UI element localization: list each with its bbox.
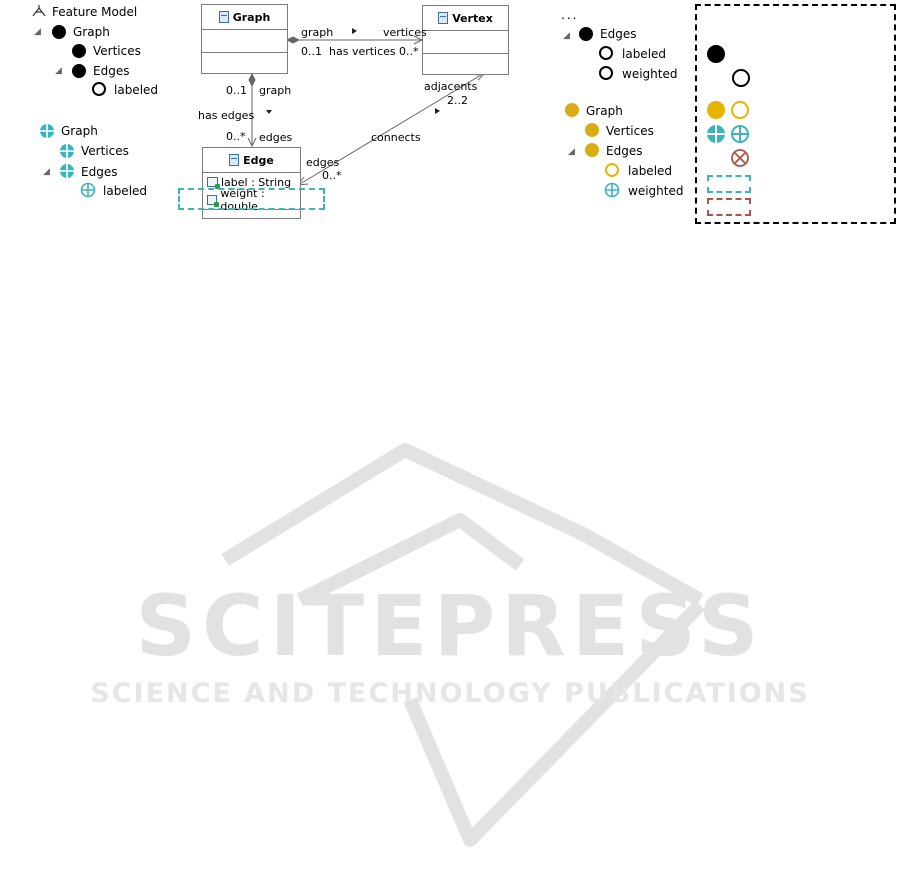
expand-arrow-icon[interactable]: ◢ — [55, 66, 62, 76]
class-icon — [229, 154, 240, 166]
uml-attributes-compartment — [423, 31, 508, 54]
optional-feature-icon — [599, 46, 613, 60]
uml-class-name: Vertex — [452, 11, 493, 25]
uml-operations-compartment — [423, 54, 508, 75]
legend-removed-icon — [731, 149, 749, 167]
teal-cross-circle-icon — [60, 144, 74, 158]
gold-optional-feature-icon — [605, 163, 619, 177]
uml-attributes-compartment — [202, 30, 287, 53]
legend-optional-icon — [732, 69, 750, 87]
tree-item-edges[interactable]: Edges — [81, 165, 118, 179]
feature-model-icon — [32, 5, 46, 17]
assoc-name-has-vertices: has vertices — [329, 45, 396, 58]
uml-class-header: Vertex — [423, 6, 508, 31]
tree-item-graph[interactable]: Graph — [61, 124, 98, 138]
teal-cross-circle-outline-icon — [80, 182, 96, 198]
tree-item-edges[interactable]: Edges — [600, 27, 637, 41]
legend-gold-feature-icon — [707, 101, 725, 119]
uml-class-name: Graph — [232, 10, 271, 24]
uml-class-graph[interactable]: Graph — [201, 4, 288, 74]
expand-arrow-icon[interactable]: ◢ — [43, 167, 50, 177]
uml-class-header: Graph — [202, 5, 287, 30]
class-icon — [438, 12, 449, 24]
tree-item-vertices[interactable]: Vertices — [81, 144, 129, 158]
legend-teal-cross-circle-outline-icon — [731, 125, 749, 143]
tree-item-graph[interactable]: Graph — [586, 104, 623, 118]
legend-mandatory-icon — [707, 45, 725, 63]
tree-item-edges[interactable]: Edges — [93, 64, 130, 78]
tree-item-graph[interactable]: Graph — [73, 25, 110, 39]
assoc-name-connects: connects — [371, 131, 421, 144]
tree-item-vertices[interactable]: Vertices — [93, 44, 141, 58]
assoc-mult: 0..1 — [226, 84, 247, 97]
mandatory-feature-icon — [52, 25, 66, 39]
legend-added-element-box — [707, 175, 751, 193]
tree-item-weighted[interactable]: weighted — [628, 184, 684, 198]
mandatory-feature-icon — [579, 27, 593, 41]
uml-attribute-label[interactable]: label : String — [203, 173, 300, 191]
uml-class-edge[interactable]: Edge label : String weight : double — [202, 147, 301, 219]
uml-class-name: Edge — [243, 153, 274, 167]
attribute-icon — [207, 195, 220, 207]
tree-item-labeled[interactable]: labeled — [103, 184, 148, 198]
legend-teal-cross-circle-icon — [707, 125, 725, 143]
assoc-end-edges: edges — [306, 156, 340, 169]
assoc-end-adjacents: adjacents — [424, 80, 478, 93]
gold-feature-icon — [565, 103, 579, 117]
tree-item-labeled[interactable]: labeled — [622, 47, 667, 61]
teal-cross-circle-outline-icon — [604, 182, 620, 198]
tree-item-labeled[interactable]: labeled — [628, 164, 673, 178]
assoc-end-vertices: vertices — [383, 26, 427, 39]
assoc-end-graph: graph — [259, 84, 292, 97]
gold-feature-icon — [585, 143, 599, 157]
tree-item-labeled[interactable]: labeled — [114, 83, 159, 97]
attribute-icon — [207, 177, 220, 189]
expand-arrow-icon[interactable]: ◢ — [563, 31, 570, 41]
expand-arrow-icon[interactable]: ◢ — [34, 27, 41, 37]
watermark-tagline: SCIENCE AND TECHNOLOGY PUBLICATIONS — [90, 678, 809, 709]
gold-feature-icon — [585, 123, 599, 137]
tree-item-edges[interactable]: Edges — [606, 144, 643, 158]
expand-arrow-icon[interactable]: ◢ — [568, 147, 575, 157]
uml-class-vertex[interactable]: Vertex — [422, 5, 509, 75]
teal-cross-circle-icon — [40, 124, 54, 138]
assoc-mult: 2..2 — [447, 94, 468, 107]
class-icon — [218, 11, 229, 23]
watermark-brand: SCITEPRESS — [136, 577, 765, 675]
optional-feature-icon — [599, 66, 613, 80]
legend-gold-optional-icon — [731, 101, 749, 119]
assoc-mult: 0..* — [226, 130, 246, 143]
added-attribute-highlight — [178, 188, 325, 210]
assoc-mult: 0..1 — [301, 45, 322, 58]
assoc-mult: 0..* — [322, 169, 342, 182]
assoc-name-has-edges: has edges — [198, 109, 255, 122]
uml-operations-compartment — [202, 53, 287, 74]
assoc-end-edges: edges — [259, 131, 293, 144]
uml-class-header: Edge — [203, 148, 300, 173]
watermark-book-icon — [221, 443, 706, 847]
assoc-mult: 0..* — [399, 45, 419, 58]
tree-item-vertices[interactable]: Vertices — [606, 124, 654, 138]
ellipsis: ... — [561, 8, 579, 22]
feature-model-label: Feature Model — [52, 5, 138, 19]
uml-attributes-compartment: label : String weight : double — [203, 173, 300, 213]
legend-box — [695, 4, 896, 224]
legend-removed-element-box — [707, 198, 751, 216]
mandatory-feature-icon — [72, 44, 86, 58]
optional-feature-icon — [92, 82, 106, 96]
teal-cross-circle-icon — [60, 164, 74, 178]
tree-item-weighted[interactable]: weighted — [622, 67, 678, 81]
assoc-end-graph: graph — [301, 26, 334, 39]
mandatory-feature-icon — [72, 64, 86, 78]
